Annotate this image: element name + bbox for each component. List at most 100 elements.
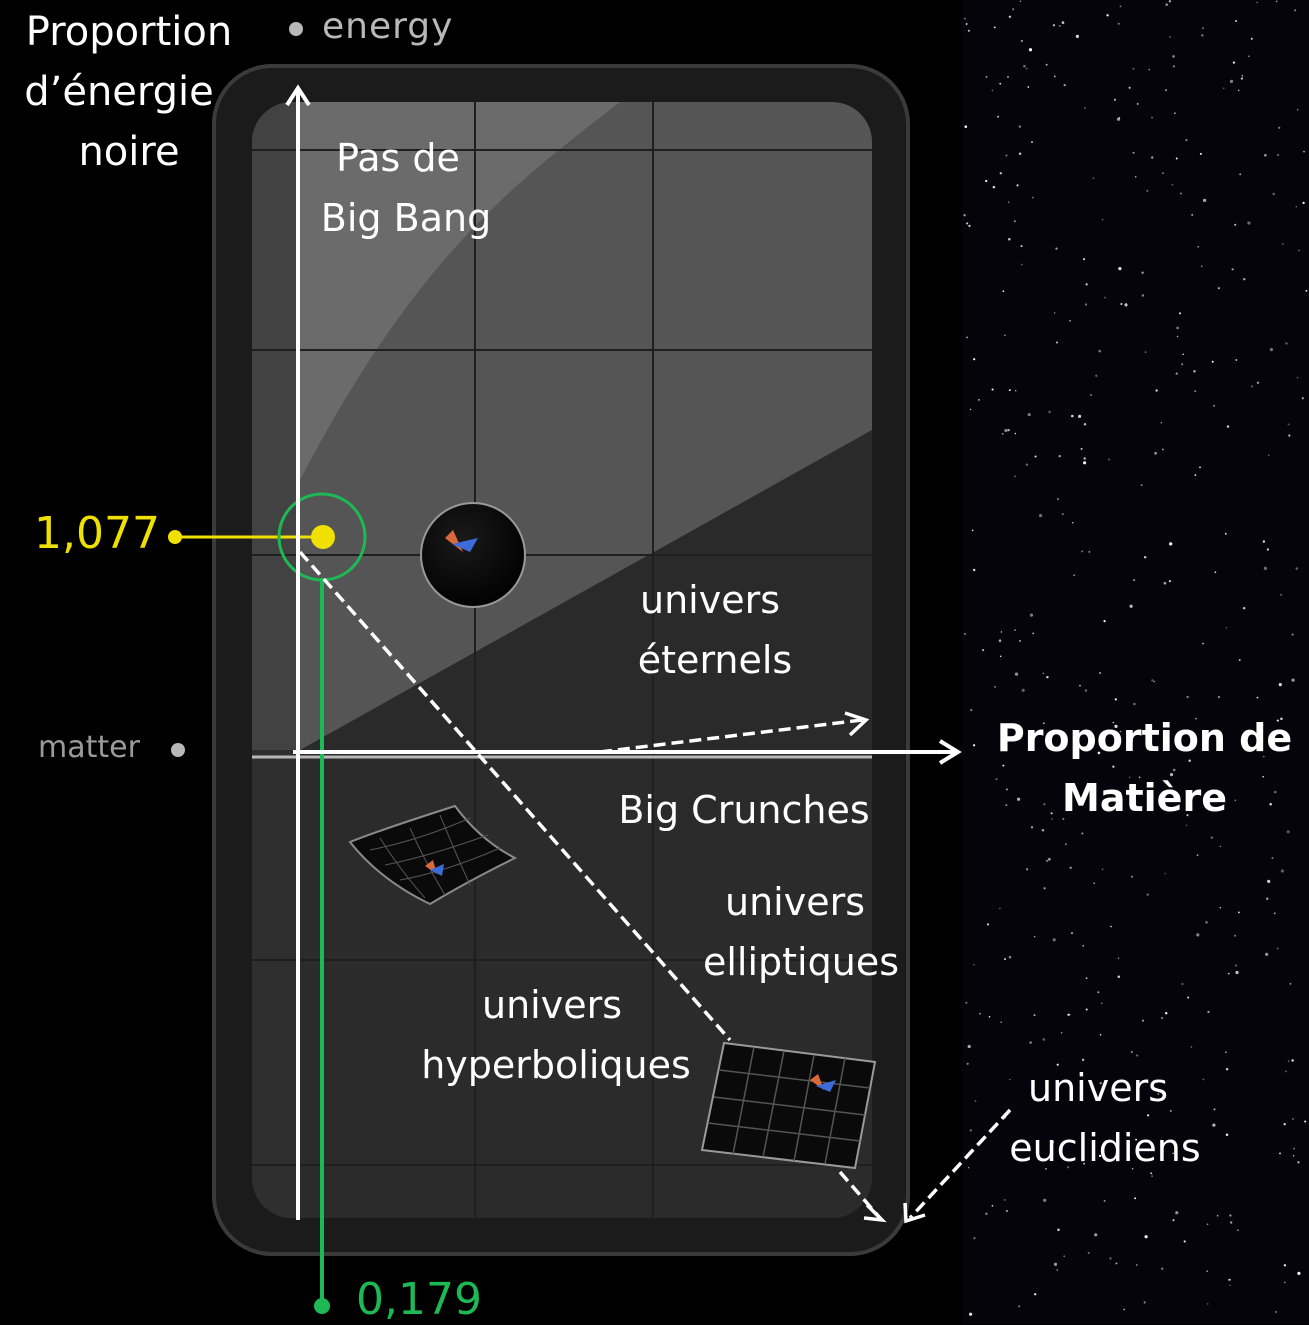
star	[967, 29, 970, 32]
star	[1269, 802, 1272, 806]
star	[1042, 672, 1045, 675]
star	[973, 358, 976, 361]
star	[1069, 866, 1072, 870]
star	[1081, 832, 1084, 835]
star	[1168, 0, 1172, 3]
star	[1043, 803, 1046, 806]
star	[1062, 817, 1065, 820]
star	[1008, 237, 1011, 241]
star	[967, 1044, 971, 1049]
starfield-background	[962, 0, 1309, 1324]
star	[1134, 175, 1137, 178]
star	[1097, 991, 1100, 994]
star	[1051, 818, 1053, 820]
star	[1274, 790, 1277, 794]
star	[1005, 804, 1008, 807]
star	[1025, 868, 1029, 871]
star	[1005, 154, 1008, 157]
star	[1095, 374, 1098, 377]
star	[1296, 108, 1299, 111]
star	[1171, 183, 1174, 186]
star	[1009, 1078, 1011, 1081]
star	[1266, 548, 1270, 551]
star	[1196, 854, 1199, 857]
star	[1212, 1123, 1216, 1127]
star	[1161, 448, 1164, 451]
saddle-surface-icon	[348, 804, 518, 906]
star	[1084, 303, 1088, 306]
star	[1004, 334, 1006, 336]
star	[1057, 1228, 1060, 1232]
star	[1162, 172, 1164, 174]
star	[1292, 1155, 1295, 1157]
no-big-bang-label-line2: Big Bang	[320, 196, 492, 240]
star	[1291, 1059, 1294, 1062]
star	[991, 1204, 994, 1207]
star	[1217, 287, 1220, 290]
star	[988, 1016, 991, 1018]
star	[1004, 958, 1006, 961]
star	[1123, 1308, 1125, 1311]
star	[1015, 1143, 1018, 1146]
star	[973, 1236, 976, 1240]
star	[1131, 740, 1134, 743]
star	[1165, 1012, 1168, 1015]
star	[1135, 1264, 1138, 1266]
star	[969, 408, 972, 411]
star	[1013, 220, 1016, 223]
star	[1165, 89, 1167, 91]
star	[1013, 629, 1017, 632]
star	[1098, 1154, 1102, 1158]
star	[1271, 857, 1274, 860]
star	[1265, 952, 1269, 956]
star	[1061, 21, 1065, 24]
star	[1216, 1215, 1219, 1217]
star	[1004, 428, 1008, 433]
star	[1015, 390, 1017, 392]
star	[1169, 773, 1174, 777]
star	[1267, 454, 1270, 457]
star	[1301, 397, 1304, 400]
star	[1084, 689, 1088, 692]
star	[1120, 303, 1123, 305]
star	[1005, 788, 1008, 791]
star	[1058, 454, 1061, 458]
star	[1099, 1082, 1102, 1085]
star	[1068, 319, 1072, 322]
star	[1168, 580, 1171, 583]
star	[1148, 68, 1151, 71]
star	[1081, 1058, 1085, 1062]
star	[1053, 312, 1056, 314]
star	[1280, 869, 1284, 873]
star	[1029, 1041, 1032, 1044]
star	[1033, 935, 1036, 938]
star	[1228, 972, 1230, 975]
star	[1063, 83, 1066, 87]
star	[1094, 1233, 1098, 1237]
star	[1055, 247, 1058, 250]
star	[993, 26, 996, 29]
star	[1283, 1264, 1287, 1267]
star	[1140, 484, 1143, 486]
star	[1227, 1279, 1230, 1281]
star	[999, 172, 1002, 175]
star	[964, 125, 968, 128]
star	[1206, 1223, 1209, 1225]
star	[1297, 1161, 1300, 1164]
star	[972, 568, 976, 572]
star	[1169, 36, 1171, 38]
star	[1073, 574, 1075, 577]
star	[1305, 289, 1308, 292]
star	[1147, 1114, 1150, 1117]
star	[1064, 843, 1067, 846]
star	[1083, 423, 1087, 426]
star	[1161, 1267, 1164, 1270]
star	[1276, 947, 1279, 950]
star	[1136, 1054, 1139, 1057]
star	[1226, 425, 1230, 428]
star	[1052, 24, 1056, 27]
star	[1071, 414, 1074, 418]
star	[1007, 428, 1010, 432]
star	[1082, 945, 1084, 947]
star	[1217, 696, 1220, 699]
